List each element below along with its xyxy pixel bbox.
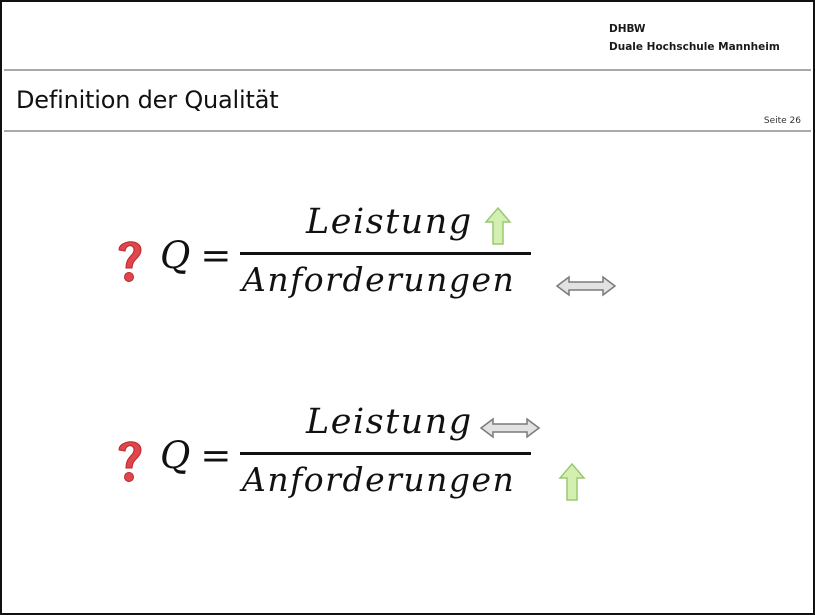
quality-symbol: Q [160, 434, 191, 477]
header-divider-bottom [4, 130, 811, 132]
arrow-left-right-icon [479, 417, 541, 439]
arrow-up-icon [484, 206, 512, 245]
equals-sign: = [200, 234, 232, 277]
arrow-up-icon [558, 462, 586, 501]
formula-denominator: Anforderungen [242, 460, 516, 499]
equals-sign: = [200, 434, 232, 477]
quality-formula-1: Q= Leistung Anforderungen [2, 192, 815, 312]
page-number: Seite 26 [763, 116, 801, 126]
quality-symbol: Q [160, 234, 191, 277]
question-mark-icon [118, 241, 142, 282]
quality-formula-2: Q= Leistung Anforderungen [2, 392, 815, 512]
header-logo: DHBW Duale Hochschule Mannheim [609, 20, 780, 56]
question-mark-icon [118, 441, 142, 482]
fraction-bar [240, 452, 531, 455]
org-short-name: DHBW [609, 23, 646, 35]
slide-title: Definition der Qualität [16, 86, 279, 114]
arrow-left-right-icon [555, 275, 617, 297]
formula-lhs: Q= [160, 234, 231, 277]
header-divider-top [4, 69, 811, 71]
formula-lhs: Q= [160, 434, 231, 477]
formula-numerator: Leistung [306, 402, 473, 442]
formula-denominator: Anforderungen [242, 260, 516, 299]
fraction-bar [240, 252, 531, 255]
formula-numerator: Leistung [306, 202, 473, 242]
org-long-name: Duale Hochschule Mannheim [609, 41, 780, 53]
